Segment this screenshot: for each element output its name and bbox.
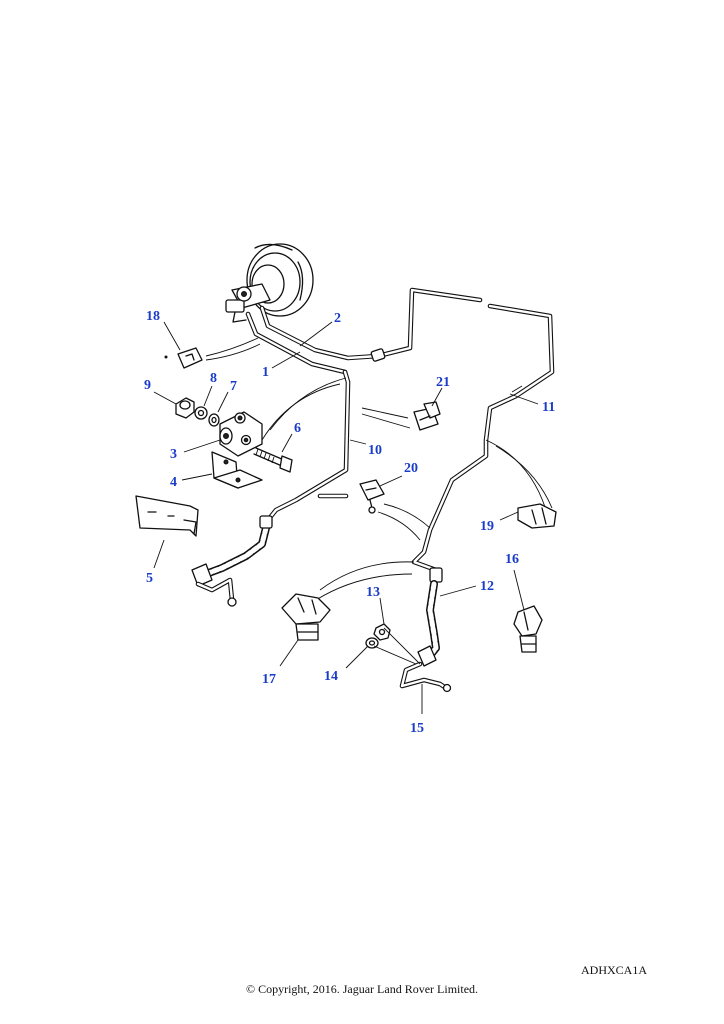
- copyright-notice: © Copyright, 2016. Jaguar Land Rover Lim…: [245, 982, 479, 996]
- callout-2: 2: [334, 311, 341, 326]
- nut-9: [175, 397, 195, 419]
- pipe-union: [370, 348, 386, 362]
- junction-block-3: [219, 411, 263, 457]
- callout-3: 3: [170, 447, 177, 462]
- brake-hose-right: [399, 567, 452, 693]
- callout-14: 14: [324, 669, 338, 684]
- brake-hose-left: [191, 515, 273, 607]
- hose-bracket-17: [281, 593, 331, 641]
- callout-20: 20: [404, 461, 418, 476]
- washer-14: [365, 637, 379, 649]
- callout-8: 8: [210, 371, 217, 386]
- pipe-clip-19: [517, 503, 557, 529]
- callout-21: 21: [436, 375, 450, 390]
- washer-8: [194, 406, 208, 420]
- callout-5: 5: [146, 571, 153, 586]
- callout-leaders: [153, 321, 539, 714]
- callout-12: 12: [480, 579, 494, 594]
- clip-guide-lines: [205, 337, 553, 601]
- callout-1: 1: [262, 365, 269, 380]
- washer-7: [208, 413, 220, 427]
- callout-18: 18: [146, 309, 160, 324]
- callout-4: 4: [170, 475, 177, 490]
- pipe-clip-20: [359, 479, 385, 514]
- mounting-plate-5: [135, 495, 199, 537]
- callout-9: 9: [144, 378, 151, 393]
- diagram-reference-code: ADHXCA1A: [581, 963, 647, 977]
- angle-bracket-4: [211, 451, 263, 489]
- callout-13: 13: [366, 585, 380, 600]
- brake-servo-master-cylinder: [225, 243, 314, 323]
- callout-15: 15: [410, 721, 424, 736]
- callout-labels: 1 2 3 4 5 6 7 8 9 10 11 12 13 14 15 16 1…: [144, 309, 555, 736]
- brake-pipes: [245, 287, 555, 573]
- callout-17: 17: [262, 672, 276, 687]
- hose-bracket-16: [513, 605, 543, 653]
- pipe-clip-18: [164, 347, 203, 369]
- callout-6: 6: [294, 421, 301, 436]
- pipe-clip-21: [413, 401, 441, 431]
- callout-7: 7: [230, 379, 237, 394]
- bolt-6: [253, 447, 293, 473]
- callout-11: 11: [542, 400, 555, 415]
- callout-10: 10: [368, 443, 382, 458]
- callout-16: 16: [505, 552, 519, 567]
- callout-19: 19: [480, 519, 494, 534]
